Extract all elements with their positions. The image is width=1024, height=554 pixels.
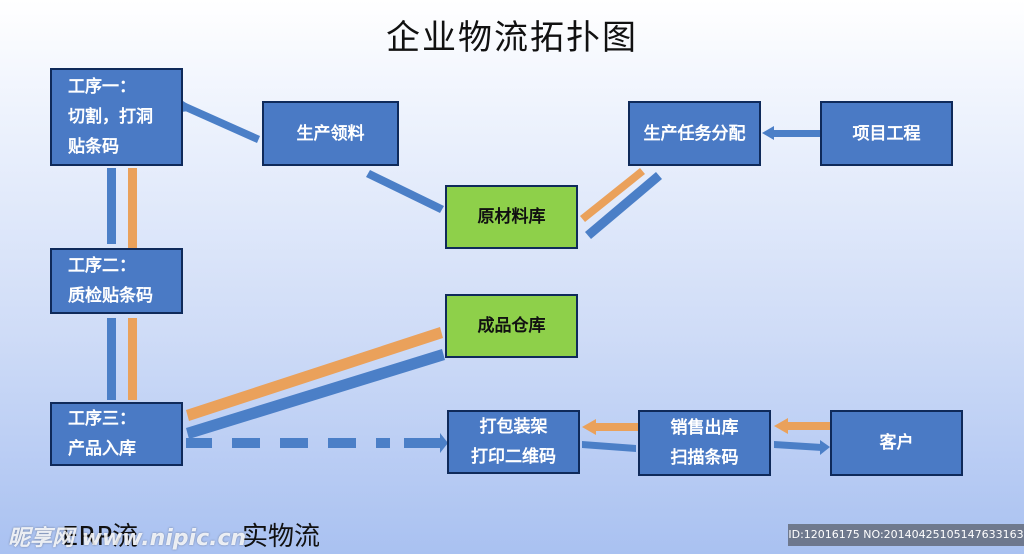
node-process1-line1: 工序一： (68, 77, 136, 97)
node-sales-out-line2: 扫描条码 (670, 448, 739, 468)
node-process3: 工序三： 产品入库 (50, 402, 183, 466)
node-task-allocation-label: 生产任务分配 (643, 123, 746, 144)
arrow-process3-to-process2 (128, 318, 137, 400)
arrow-materials-to-process1-head (181, 101, 197, 112)
arrow-raw-to-materials (366, 170, 444, 213)
arrow-sales-to-customer-head (820, 440, 830, 455)
arrow-raw-to-task (580, 168, 645, 222)
node-raw-warehouse: 原材料库 (445, 185, 578, 249)
node-sales-out: 销售出库 扫描条码 (638, 410, 771, 476)
arrow-task-to-raw (585, 172, 662, 239)
node-packing-line2: 打印二维码 (471, 447, 556, 467)
node-task-allocation: 生产任务分配 (628, 101, 761, 166)
watermark-right: ID:12016175 NO:20140425105147633163 (788, 524, 1024, 546)
node-process2-line1: 工序二： (68, 256, 136, 276)
arrow-project-to-task (770, 130, 820, 137)
diagram-title: 企业物流拓扑图 (386, 18, 638, 58)
arrow-process1-to-process2 (107, 168, 116, 244)
node-finished-warehouse-label: 成品仓库 (477, 316, 546, 336)
arrow-sales-to-packing (592, 423, 638, 431)
arrow-project-to-task-head (762, 126, 774, 140)
legend-physical: 实物流 (242, 522, 321, 552)
node-process1-line3: 贴条码 (68, 137, 119, 157)
arrow-sales-to-packing-head (582, 419, 596, 435)
node-process3-line1: 工序三： (68, 409, 136, 429)
arrow-process3-to-packing-dashed (186, 433, 448, 453)
node-packing: 打包装架 打印二维码 (447, 410, 580, 474)
arrow-process2-to-process1 (128, 168, 137, 248)
arrow-process2-to-process3 (107, 318, 116, 400)
legend-erp: ERP流 (62, 522, 139, 552)
arrow-customer-to-sales-head (774, 418, 788, 434)
node-production-materials-label: 生产领料 (296, 123, 365, 144)
node-production-materials: 生产领料 (262, 101, 399, 166)
arrow-customer-to-sales (784, 422, 830, 430)
arrow-process3-to-finished-orange (186, 327, 443, 421)
node-process1: 工序一： 切割，打洞 贴条码 (50, 68, 183, 166)
node-customer-label: 客户 (879, 433, 914, 453)
node-finished-warehouse: 成品仓库 (445, 294, 578, 358)
node-sales-out-line1: 销售出库 (670, 418, 739, 438)
arrow-materials-to-process1 (183, 103, 260, 143)
node-process2-line2: 质检贴条码 (68, 286, 153, 306)
arrow-sales-to-customer (774, 441, 822, 451)
node-customer: 客户 (830, 410, 963, 476)
arrow-packing-to-sales (582, 441, 636, 452)
node-project-engineering: 项目工程 (820, 101, 953, 166)
watermark-left: 昵享网 www.nipic.cn (8, 526, 247, 551)
arrow-process3-to-finished-blue (186, 349, 445, 439)
node-raw-warehouse-label: 原材料库 (477, 207, 546, 227)
node-process2: 工序二： 质检贴条码 (50, 248, 183, 314)
node-process1-line2: 切割，打洞 (68, 107, 153, 127)
node-process3-line2: 产品入库 (68, 439, 136, 459)
node-packing-line1: 打包装架 (479, 417, 548, 437)
node-project-engineering-label: 项目工程 (852, 123, 921, 144)
